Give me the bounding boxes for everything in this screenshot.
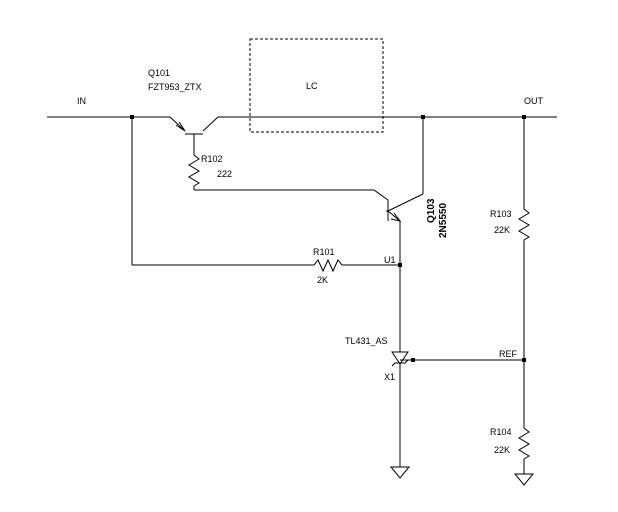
q103-part: 2N5550 <box>438 203 449 238</box>
ground-symbol-x1 <box>389 466 411 479</box>
r101-value: 2K <box>317 275 328 285</box>
lc-block-label: LC <box>306 81 318 91</box>
net-label-in: IN <box>77 96 86 106</box>
transistor-q103 <box>386 117 424 265</box>
junction-u1 <box>398 263 402 267</box>
r103-value: 22K <box>494 225 510 235</box>
junction-in <box>130 115 134 119</box>
lc-block: LC <box>249 38 384 133</box>
resistor-r101 <box>310 258 346 273</box>
r103-ref: R103 <box>490 209 512 219</box>
r104-ref: R104 <box>490 427 512 437</box>
r104-value: 22K <box>494 445 510 455</box>
resistor-r103 <box>518 205 530 243</box>
q101-part: FZT953_ZTX <box>148 82 202 92</box>
u1-ref: U1 <box>384 255 396 265</box>
junction-q103-collector <box>421 115 425 119</box>
junction-out <box>522 115 526 119</box>
r102-to-q103-wire <box>194 189 389 201</box>
r102-ref: R102 <box>201 154 223 164</box>
ground-symbol-r104 <box>513 473 535 486</box>
transistor-q101 <box>169 116 219 148</box>
junction-ref <box>522 358 526 362</box>
resistor-r104 <box>518 424 530 474</box>
q103-ref: Q103 <box>426 198 437 223</box>
x1-ref: X1 <box>384 372 395 382</box>
resistor-r102 <box>188 148 200 190</box>
r102-value: 222 <box>217 169 232 179</box>
net-label-out: OUT <box>524 96 544 106</box>
net-label-ref: REF <box>499 349 518 359</box>
shunt-regulator-x1 <box>391 351 409 467</box>
x1-part: TL431_AS <box>345 336 388 346</box>
junction-x1-ref <box>411 358 415 362</box>
q101-ref: Q101 <box>148 68 170 78</box>
r101-ref: R101 <box>313 247 335 257</box>
